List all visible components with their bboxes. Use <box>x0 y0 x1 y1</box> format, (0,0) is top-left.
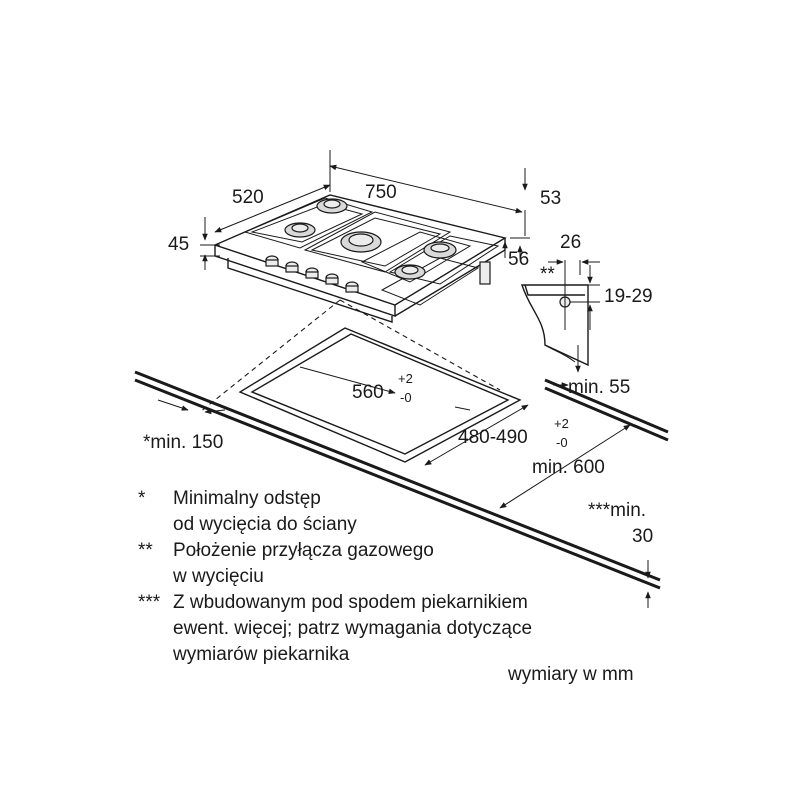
note-3-line-2: ewent. więcej; patrz wymagania dotyczące <box>173 618 532 639</box>
note-1-line-1: Minimalny odstęp <box>173 488 321 509</box>
dim-cutout-depth-tol-plus: +2 <box>554 416 569 431</box>
note-2-line-1: Położenie przyłącza gazowego <box>173 540 434 561</box>
dim-connector-width-label: 26 <box>560 232 581 253</box>
units-note: wymiary w mm <box>507 664 634 685</box>
gas-hob <box>213 194 507 323</box>
dim-depth-label: 520 <box>232 187 264 208</box>
countertop <box>134 299 669 590</box>
dim-cutout-width-label: 560 <box>352 382 384 403</box>
dim-min30-label-a: ***min. <box>588 500 646 521</box>
dim-min600-label: min. 600 <box>532 457 605 478</box>
control-knobs <box>265 255 359 293</box>
note-2-line-2: w wycięciu <box>172 566 264 587</box>
cutout-opening <box>238 327 522 463</box>
burners <box>284 198 457 280</box>
dim-width-label: 750 <box>365 182 397 203</box>
hob-dimensions <box>200 150 530 270</box>
dim-cutout-width-tol-plus: +2 <box>398 371 413 386</box>
footnotes: * Minimalny odstęp od wycięcia do ściany… <box>138 488 532 665</box>
note-marker-1: * <box>138 488 146 509</box>
dim-cutout-depth-label: 480-490 <box>458 427 528 448</box>
dim-min30-label-b: 30 <box>632 526 653 547</box>
note-3-line-1: Z wbudowanym pod spodem piekarnikiem <box>173 592 528 613</box>
note-1-line-2: od wycięcia do ściany <box>173 514 357 535</box>
dim-cutout-width-tol-minus: -0 <box>400 390 412 405</box>
dim-right-top-label: 53 <box>540 188 561 209</box>
gas-connector-detail <box>521 259 600 388</box>
dim-connector-height-label: 19-29 <box>604 286 653 307</box>
dim-connector-star: ** <box>540 264 555 285</box>
pan-supports <box>243 197 500 306</box>
dim-cutout-depth-tol-minus: -0 <box>556 435 568 450</box>
countertop-dimensions <box>157 366 651 608</box>
note-marker-2: ** <box>138 540 153 561</box>
note-marker-3: *** <box>138 592 161 613</box>
note-3-line-3: wymiarów piekarnika <box>172 644 350 665</box>
dim-right-side-label: 56 <box>508 249 529 270</box>
dim-min150-label: *min. 150 <box>143 432 223 453</box>
dim-height-label: 45 <box>168 234 189 255</box>
dim-min55-label: min. 55 <box>568 377 630 398</box>
